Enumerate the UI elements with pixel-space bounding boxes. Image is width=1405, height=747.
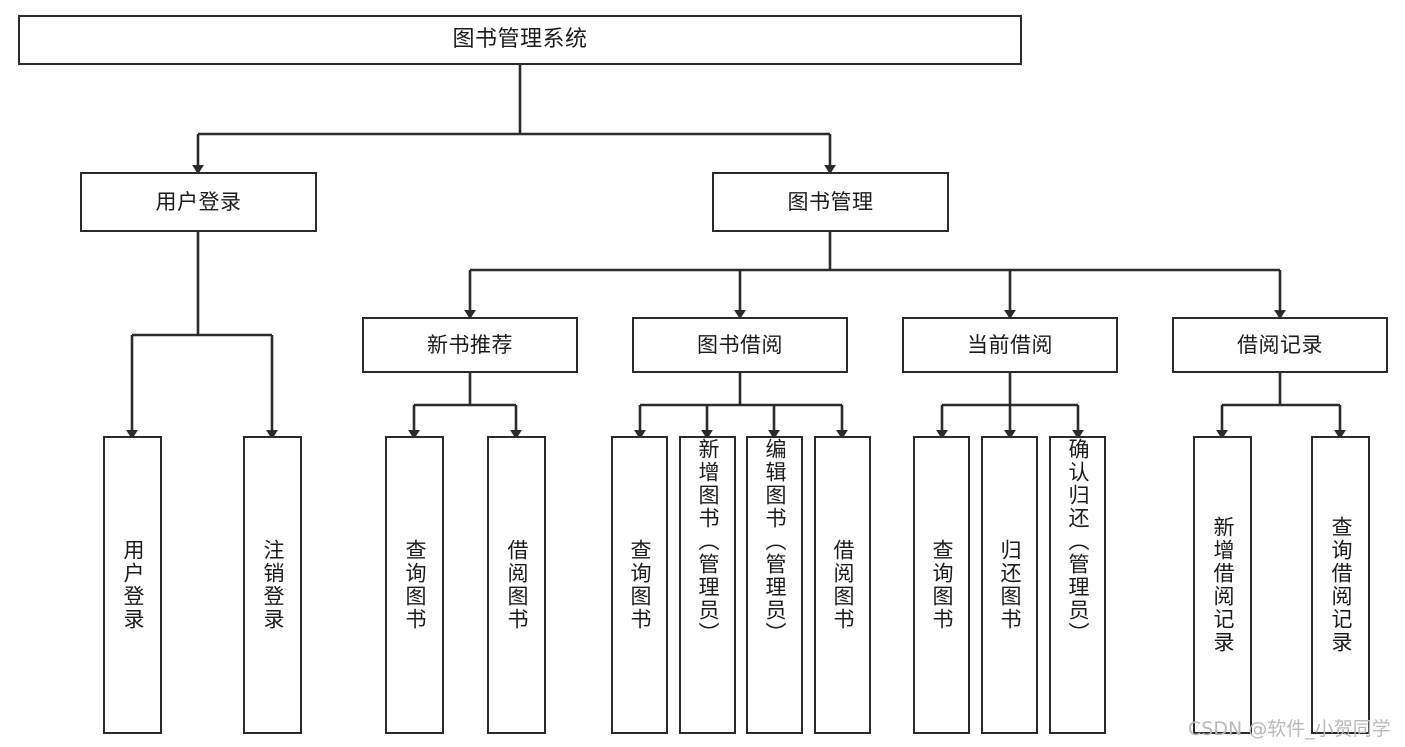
leaf-current-query-book-label: 查询图书 — [930, 539, 954, 631]
leaf-return-book[interactable]: 归还图书 — [981, 436, 1038, 734]
node-book-borrow[interactable]: 图书借阅 — [632, 317, 848, 373]
leaf-user-login[interactable]: 用户登录 — [103, 436, 162, 734]
leaf-borrow-query-book[interactable]: 查询图书 — [611, 436, 668, 734]
node-new-book-recommend-label: 新书推荐 — [427, 332, 513, 357]
leaf-borrow-lend-book-label: 借阅图书 — [831, 539, 855, 631]
leaf-newbook-query-book[interactable]: 查询图书 — [385, 436, 444, 734]
node-book-management-label: 图书管理 — [787, 189, 874, 214]
leaf-add-book-admin[interactable]: 新增图书（管理员） — [679, 436, 736, 734]
leaf-query-borrow-record-label: 查询借阅记录 — [1329, 516, 1353, 654]
node-book-borrow-label: 图书借阅 — [697, 332, 783, 357]
leaf-edit-book-admin[interactable]: 编辑图书（管理员） — [746, 436, 803, 734]
leaf-return-book-label: 归还图书 — [998, 539, 1022, 631]
leaf-borrow-query-book-label: 查询图书 — [628, 539, 652, 631]
leaf-newbook-borrow-book[interactable]: 借阅图书 — [487, 436, 546, 734]
node-borrow-record-label: 借阅记录 — [1237, 332, 1323, 357]
leaf-add-borrow-record-label: 新增借阅记录 — [1211, 516, 1235, 654]
leaf-add-book-admin-label: 新增图书（管理员） — [696, 438, 720, 645]
node-root[interactable]: 图书管理系统 — [18, 15, 1022, 65]
leaf-edit-book-admin-label: 编辑图书（管理员） — [763, 438, 787, 645]
leaf-user-login-label: 用户登录 — [121, 539, 145, 631]
leaf-confirm-return-admin[interactable]: 确认归还（管理员） — [1049, 436, 1106, 734]
leaf-add-borrow-record[interactable]: 新增借阅记录 — [1193, 436, 1252, 734]
node-user-login[interactable]: 用户登录 — [80, 172, 317, 232]
node-book-management[interactable]: 图书管理 — [712, 172, 949, 232]
leaf-newbook-query-book-label: 查询图书 — [403, 539, 427, 631]
leaf-logout[interactable]: 注销登录 — [243, 436, 302, 734]
leaf-borrow-lend-book[interactable]: 借阅图书 — [814, 436, 871, 734]
node-current-borrow[interactable]: 当前借阅 — [902, 317, 1118, 373]
leaf-logout-label: 注销登录 — [261, 539, 285, 631]
node-new-book-recommend[interactable]: 新书推荐 — [362, 317, 578, 373]
node-borrow-record[interactable]: 借阅记录 — [1172, 317, 1388, 373]
leaf-newbook-borrow-book-label: 借阅图书 — [505, 539, 529, 631]
node-user-login-label: 用户登录 — [155, 189, 242, 214]
leaf-query-borrow-record[interactable]: 查询借阅记录 — [1311, 436, 1370, 734]
leaf-current-query-book[interactable]: 查询图书 — [913, 436, 970, 734]
node-current-borrow-label: 当前借阅 — [967, 332, 1053, 357]
node-root-label: 图书管理系统 — [452, 27, 588, 53]
leaf-confirm-return-admin-label: 确认归还（管理员） — [1066, 438, 1090, 645]
